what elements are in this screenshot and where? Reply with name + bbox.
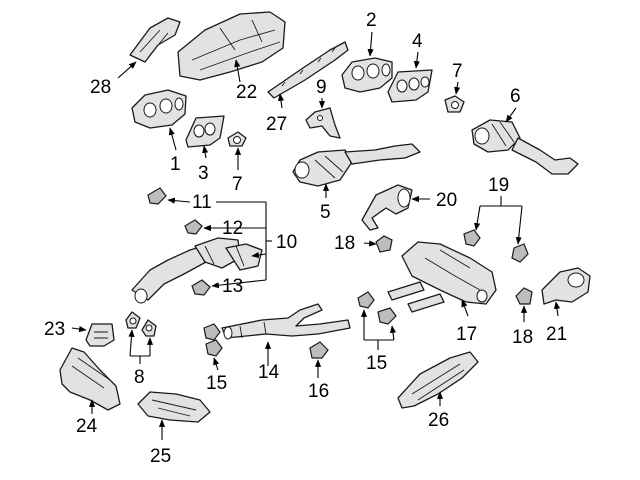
callout-17: 17 bbox=[456, 324, 477, 345]
front-converter-assembly-part bbox=[131, 237, 263, 304]
manifold-gasket-left-part bbox=[185, 115, 225, 148]
leader-lines bbox=[71, 31, 561, 440]
callout-23: 23 bbox=[44, 319, 65, 340]
flange-gasket-left-part bbox=[227, 131, 247, 147]
flange-gasket-right-part bbox=[444, 95, 465, 113]
right-converter-pipe-part bbox=[471, 119, 579, 175]
exhaust-manifold-right-part bbox=[341, 57, 393, 93]
upper-heat-shield-part bbox=[177, 11, 286, 81]
callout-15-right: 15 bbox=[366, 353, 387, 374]
tailpipe-tip-lower-part bbox=[541, 267, 591, 305]
callout-6: 6 bbox=[510, 86, 521, 107]
callout-27: 27 bbox=[266, 114, 287, 135]
callout-5: 5 bbox=[320, 202, 331, 223]
callout-14: 14 bbox=[258, 362, 280, 383]
small-heat-shield-part bbox=[85, 323, 115, 347]
insulator-lower-part bbox=[515, 287, 533, 305]
callout-24: 24 bbox=[76, 416, 98, 437]
callout-3: 3 bbox=[198, 163, 209, 184]
hanger-11-part bbox=[147, 187, 167, 205]
heat-shield-24-part bbox=[59, 347, 121, 411]
callout-9: 9 bbox=[316, 77, 327, 98]
gaskets-8-part bbox=[125, 311, 157, 337]
callout-19: 19 bbox=[488, 175, 509, 196]
hanger-16-part bbox=[309, 341, 329, 359]
hanger-12-part bbox=[184, 219, 203, 235]
insulator-upper-part bbox=[375, 235, 393, 253]
callout-7-right: 7 bbox=[452, 61, 463, 82]
callout-11: 11 bbox=[192, 192, 212, 213]
heat-shield-25-part bbox=[137, 391, 211, 423]
heat-shield-26-part bbox=[397, 351, 479, 409]
callout-25: 25 bbox=[150, 446, 171, 467]
callout-16: 16 bbox=[308, 381, 329, 402]
callout-numbers: 28 22 27 2 4 7 6 9 1 3 7 5 20 11 12 10 1… bbox=[44, 10, 567, 467]
callout-10: 10 bbox=[276, 232, 297, 253]
hangers-15-right-part bbox=[357, 291, 397, 325]
callout-18-lower: 18 bbox=[512, 327, 533, 348]
center-pipe-resonator-part bbox=[221, 303, 351, 340]
callout-1: 1 bbox=[170, 154, 181, 175]
hanger-13-part bbox=[191, 279, 211, 296]
front-pipe-converter-part bbox=[292, 143, 421, 187]
callout-21: 21 bbox=[546, 324, 567, 345]
callout-22: 22 bbox=[236, 82, 257, 103]
manifold-gasket-right-part bbox=[387, 69, 433, 103]
hangers-15-left-part bbox=[203, 323, 223, 357]
callout-4: 4 bbox=[412, 31, 423, 52]
hangers-19-part bbox=[463, 229, 529, 263]
callout-13: 13 bbox=[222, 276, 243, 297]
callout-28: 28 bbox=[90, 77, 111, 98]
heat-shield-bracket-part bbox=[129, 17, 181, 63]
callout-20: 20 bbox=[436, 190, 457, 211]
tailpipe-tip-upper-part bbox=[361, 184, 413, 231]
callout-18-upper: 18 bbox=[334, 233, 355, 254]
rear-muffler-part bbox=[387, 241, 497, 313]
mounting-bracket-part bbox=[305, 107, 341, 139]
callout-12: 12 bbox=[222, 218, 243, 239]
callout-2: 2 bbox=[366, 10, 377, 31]
callout-7-left: 7 bbox=[232, 174, 243, 195]
callout-8: 8 bbox=[134, 367, 145, 388]
callout-15-left: 15 bbox=[206, 373, 227, 394]
exhaust-manifold-left-part bbox=[131, 89, 187, 129]
callout-26: 26 bbox=[428, 410, 449, 431]
long-bracket-part bbox=[267, 41, 349, 99]
